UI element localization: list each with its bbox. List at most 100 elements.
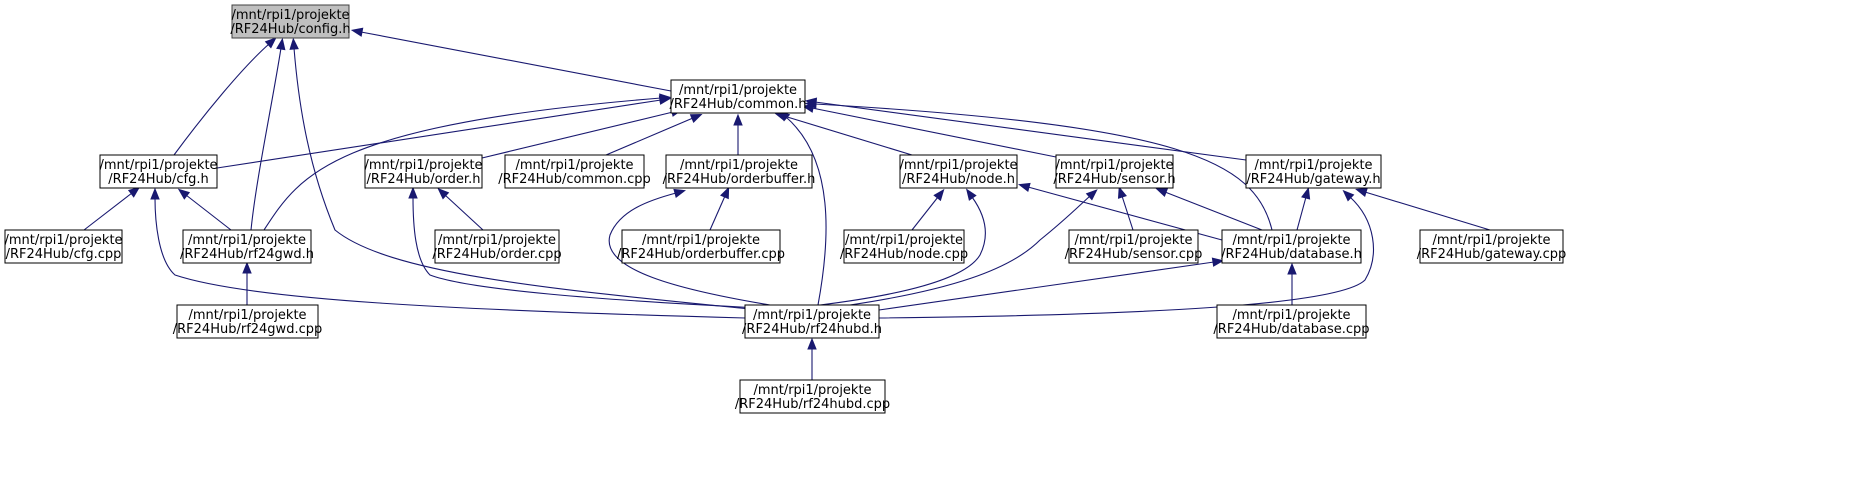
edge-line bbox=[785, 116, 827, 306]
edge-line bbox=[811, 107, 1057, 158]
file-node-rf24gwd-h[interactable]: /mnt/rpi1/projekte/RF24Hub/rf24gwd.h bbox=[180, 229, 314, 264]
file-node-rf24hubd-cpp[interactable]: /mnt/rpi1/projekte/RF24Hub/rf24hubd.cpp bbox=[735, 379, 890, 414]
edge-line bbox=[709, 195, 726, 231]
file-node-orderbuffer-cpp[interactable]: /mnt/rpi1/projekte/RF24Hub/orderbuffer.c… bbox=[617, 229, 785, 264]
edge-line bbox=[263, 97, 662, 231]
node-path-line2: /RF24Hub/rf24gwd.h bbox=[180, 247, 314, 262]
arrowhead-icon bbox=[1287, 262, 1297, 275]
node-box bbox=[843, 229, 965, 264]
node-path-line2: /RF24Hub/config.h bbox=[230, 22, 350, 37]
node-path-line1: /mnt/rpi1/projekte bbox=[1254, 158, 1372, 173]
node-path-line1: /mnt/rpi1/projekte bbox=[188, 308, 306, 323]
node-path-line1: /mnt/rpi1/projekte bbox=[1232, 308, 1350, 323]
edge-line bbox=[481, 111, 674, 159]
file-node-rf24hubd-h[interactable]: /mnt/rpi1/projekte/RF24Hub/rf24hubd.h bbox=[742, 304, 882, 339]
edge-line bbox=[878, 261, 1215, 311]
edge-rf24hubd_cpp-to-rf24hubd_h bbox=[807, 337, 817, 380]
edge-cfg_h-to-config_h bbox=[173, 37, 277, 156]
node-box bbox=[1245, 154, 1382, 189]
file-node-common-h[interactable]: /mnt/rpi1/projekte/RF24Hub/common.h bbox=[669, 79, 807, 114]
file-node-database-cpp[interactable]: /mnt/rpi1/projekte/RF24Hub/database.cpp bbox=[1213, 304, 1370, 339]
file-node-config-h[interactable]: /mnt/rpi1/projekte/RF24Hub/config.h bbox=[230, 4, 351, 39]
node-path-line1: /mnt/rpi1/projekte bbox=[679, 83, 797, 98]
node-path-line1: /mnt/rpi1/projekte bbox=[753, 308, 871, 323]
file-node-orderbuffer-h[interactable]: /mnt/rpi1/projekte/RF24Hub/orderbuffer.h bbox=[663, 154, 816, 189]
edge-line bbox=[250, 47, 282, 231]
node-path-line1: /mnt/rpi1/projekte bbox=[99, 158, 217, 173]
node-path-line1: /mnt/rpi1/projekte bbox=[4, 233, 122, 248]
edge-rf24hubd_h-to-config_h bbox=[289, 37, 761, 311]
node-box bbox=[1221, 229, 1362, 264]
arrowhead-icon bbox=[350, 27, 364, 37]
node-box bbox=[739, 379, 886, 414]
edge-line bbox=[605, 117, 694, 156]
arrowhead-icon bbox=[1342, 189, 1355, 202]
node-box bbox=[1055, 154, 1174, 189]
node-box bbox=[176, 304, 319, 339]
node-path-line1: /mnt/rpi1/projekte bbox=[1232, 233, 1350, 248]
node-box bbox=[670, 79, 806, 114]
arrowhead-icon bbox=[807, 337, 817, 350]
node-path-line1: /mnt/rpi1/projekte bbox=[753, 383, 871, 398]
file-node-sensor-h[interactable]: /mnt/rpi1/projekte/RF24Hub/sensor.h bbox=[1053, 154, 1176, 189]
arrowhead-icon bbox=[1155, 188, 1169, 197]
edge-line bbox=[911, 196, 939, 231]
edge-cfg_cpp-to-cfg_h bbox=[83, 186, 141, 231]
file-node-database-h[interactable]: /mnt/rpi1/projekte/RF24Hub/database.h bbox=[1221, 229, 1362, 264]
file-node-gateway-h[interactable]: /mnt/rpi1/projekte/RF24Hub/gateway.h bbox=[1245, 154, 1382, 189]
node-path-line1: /mnt/rpi1/projekte bbox=[1074, 233, 1192, 248]
node-path-line2: /RF24Hub/orderbuffer.cpp bbox=[617, 247, 785, 262]
file-node-order-cpp[interactable]: /mnt/rpi1/projekte/RF24Hub/order.cpp bbox=[432, 229, 562, 264]
node-box bbox=[231, 4, 350, 39]
file-node-sensor-cpp[interactable]: /mnt/rpi1/projekte/RF24Hub/sensor.cpp bbox=[1065, 229, 1203, 264]
edge-rf24gwd_cpp-to-rf24gwd_h bbox=[242, 261, 252, 305]
node-box bbox=[899, 154, 1018, 189]
file-nodes: /mnt/rpi1/projekte/RF24Hub/config.h/mnt/… bbox=[4, 4, 1567, 414]
arrowhead-icon bbox=[1117, 186, 1127, 199]
node-box bbox=[744, 304, 880, 339]
edge-node_cpp-to-node_h bbox=[911, 188, 945, 231]
arrowhead-icon bbox=[264, 37, 277, 49]
node-box bbox=[665, 154, 813, 189]
arrowhead-icon bbox=[1301, 186, 1311, 200]
edge-common_cpp-to-common_h bbox=[605, 113, 703, 156]
arrowhead-icon bbox=[1355, 187, 1368, 197]
edge-rf24hubd_h-to-cfg_h bbox=[150, 187, 746, 319]
edge-line bbox=[185, 194, 232, 231]
arrowhead-icon bbox=[177, 188, 191, 200]
edge-line bbox=[444, 194, 484, 231]
node-path-line2: /RF24Hub/sensor.cpp bbox=[1065, 247, 1203, 262]
edge-database_h-to-common_h bbox=[804, 99, 1273, 231]
edge-common_h-to-config_h bbox=[350, 27, 672, 92]
arrowhead-icon bbox=[733, 113, 743, 126]
arrowhead-icon bbox=[966, 188, 977, 201]
arrowhead-icon bbox=[689, 113, 703, 123]
edge-line bbox=[849, 195, 1091, 306]
node-path-line1: /mnt/rpi1/projekte bbox=[1432, 233, 1550, 248]
node-path-line2: /RF24Hub/order.h bbox=[367, 172, 481, 187]
node-path-line1: /mnt/rpi1/projekte bbox=[364, 158, 482, 173]
file-node-rf24gwd-cpp[interactable]: /mnt/rpi1/projekte/RF24Hub/rf24gwd.cpp bbox=[173, 304, 322, 339]
node-path-line1: /mnt/rpi1/projekte bbox=[899, 158, 1017, 173]
node-box bbox=[364, 154, 483, 189]
edge-orderbuffer_cpp-to-orderbuffer_h bbox=[709, 186, 730, 231]
arrowhead-icon bbox=[437, 187, 450, 200]
edge-line bbox=[1121, 195, 1134, 231]
arrowhead-icon bbox=[1211, 257, 1225, 267]
arrowhead-icon bbox=[408, 186, 418, 199]
edge-gateway_cpp-to-gateway_h bbox=[1355, 187, 1491, 231]
file-node-node-cpp[interactable]: /mnt/rpi1/projekte/RF24Hub/node.cpp bbox=[840, 229, 968, 264]
file-node-node-h[interactable]: /mnt/rpi1/projekte/RF24Hub/node.h bbox=[899, 154, 1018, 189]
file-node-cfg-cpp[interactable]: /mnt/rpi1/projekte/RF24Hub/cfg.cpp bbox=[4, 229, 123, 264]
edge-line bbox=[216, 99, 662, 169]
edge-line bbox=[412, 196, 761, 309]
file-node-common-cpp[interactable]: /mnt/rpi1/projekte/RF24Hub/common.cpp bbox=[498, 154, 651, 189]
node-path-line2: /RF24Hub/node.h bbox=[902, 172, 1015, 187]
edge-order_cpp-to-order_h bbox=[437, 187, 484, 231]
file-node-cfg-h[interactable]: /mnt/rpi1/projekte/RF24Hub/cfg.h bbox=[99, 154, 218, 189]
node-path-line1: /mnt/rpi1/projekte bbox=[845, 233, 963, 248]
node-path-line2: /RF24Hub/database.cpp bbox=[1213, 322, 1369, 337]
node-path-line1: /mnt/rpi1/projekte bbox=[515, 158, 633, 173]
file-node-gateway-cpp[interactable]: /mnt/rpi1/projekte/RF24Hub/gateway.cpp bbox=[1417, 229, 1567, 264]
file-node-order-h[interactable]: /mnt/rpi1/projekte/RF24Hub/order.h bbox=[364, 154, 483, 189]
